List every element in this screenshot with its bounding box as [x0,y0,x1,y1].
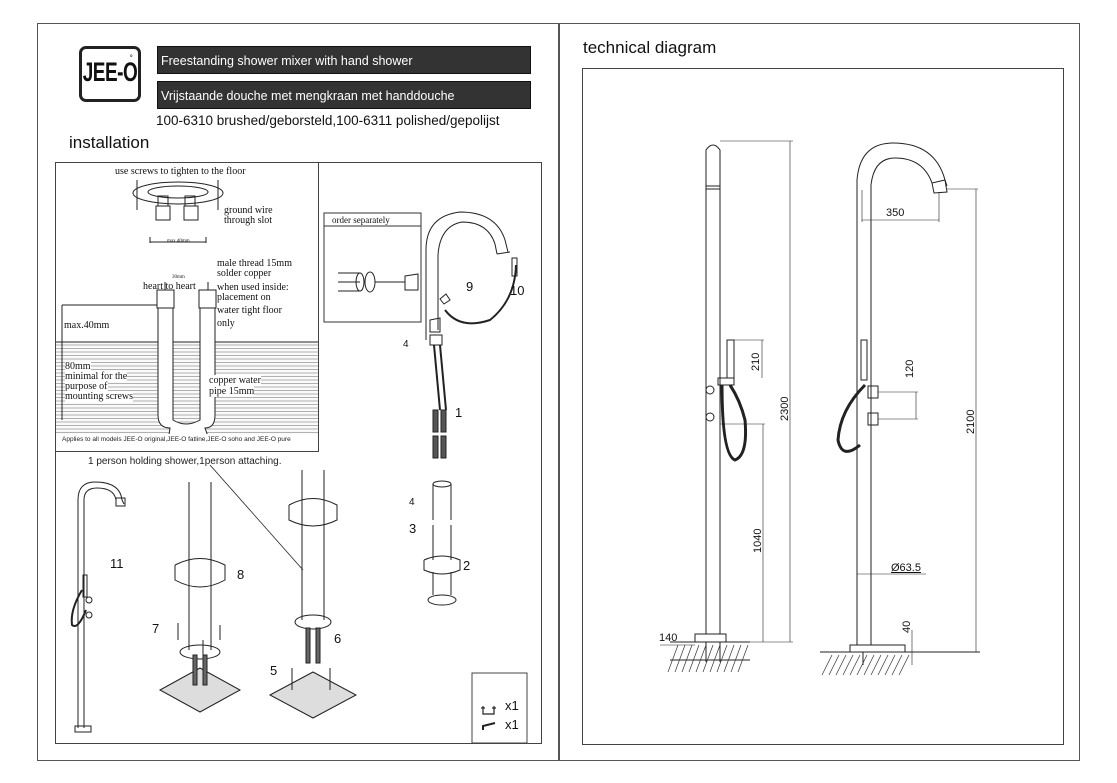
hatch-line [870,654,882,676]
hex-key-icon [482,722,496,730]
callout-6: 6 [334,631,342,646]
callout-9: 9 [466,279,474,294]
front-view-drawing [660,140,793,662]
copper-pipe-note-2: pipe 15mm [209,386,255,397]
hatch-line [898,654,910,676]
page-divider [558,23,560,761]
callout-10: 10 [510,283,525,298]
dim-spout-reach: 350 [886,207,905,219]
hatch-line [730,644,742,673]
technical-panel [582,68,1064,745]
callout-4-lower: 4 [409,497,415,508]
hatch-line [737,644,749,673]
screws-note: use screws to tighten to the floor [115,166,246,177]
hatch-line [877,654,889,676]
step-6-drawing [268,470,358,719]
hatch-line [884,654,896,676]
clip-qty: x1 [505,698,519,713]
floor-detail-panel [55,162,319,452]
minimal-note-1: 80mm [65,361,91,372]
thread-note-1: male thread 15mm [217,258,292,269]
hatch-line [681,644,693,673]
dim-base-width: 140 [659,632,678,644]
minimal-note-2: minimal for the [65,371,128,382]
hatch-line [828,654,840,676]
dim-base-height: 40 [901,620,913,633]
ground-wire-note-2: through slot [224,215,273,226]
clip-icon [481,706,496,715]
callout-4-upper: 4 [403,339,409,350]
max-depth-label: max.40mm [64,320,110,331]
applies-note: Applies to all models JEE-O original,JEE… [62,436,291,443]
dim-total-height: 2300 [779,396,791,421]
thread-note-4: placement on [217,292,271,303]
dim-valve-spacing: 120 [904,359,916,378]
hatch-line [891,654,903,676]
wall-bracket-drawing [338,271,419,293]
front-floor-hatch [667,644,749,673]
installation-heading: installation [69,133,150,152]
product-title-en: Freestanding shower mixer with hand show… [157,46,531,74]
hatch-line [835,654,847,676]
hatch-line [842,654,854,676]
shower-overview-drawing [70,481,126,733]
thread-note-6: only [217,318,235,329]
thread-note-5: water tight floor [217,305,282,316]
hatch-line [723,644,735,673]
logo-text: JEE-O [82,58,138,88]
hatch-line [688,644,700,673]
callout-2: 2 [463,558,471,573]
dim-spout-height: 2100 [965,409,977,434]
callout-7: 7 [152,621,160,636]
order-separately-label: order separately [332,215,390,225]
copper-pipes [156,282,217,443]
hatch-line [716,644,728,673]
spout-drawing [423,211,518,606]
copper-pipe-note-1: copper water [209,375,261,386]
max-width-label: max.40mm [167,239,190,244]
spacing-label: 30mm [172,275,185,280]
model-numbers: 100-6310 brushed/geborsteld,100-6311 pol… [156,113,500,128]
side-view-drawing [820,142,980,665]
dim-hand-shower-height: 210 [750,352,762,371]
thread-note-2: solder copper [217,268,272,279]
technical-heading: technical diagram [583,38,717,57]
hatch-line [674,644,686,673]
dim-pipe-diameter: Ø63.5 [891,562,921,574]
callout-1: 1 [455,405,463,420]
brand-logo: JEE-O° [79,46,141,102]
persons-note: 1 person holding shower,1person attachin… [88,456,282,467]
hatch-line [863,654,875,676]
floor-flange-drawing [132,180,224,243]
hatch-line [821,654,833,676]
hatch-line [849,654,861,676]
callout-11: 11 [110,556,124,571]
ground-wire-note-1: ground wire [224,205,273,216]
hatch-line [856,654,868,676]
product-title-nl: Vrijstaande douche met mengkraan met han… [157,81,531,109]
callout-8: 8 [237,567,245,582]
callout-5: 5 [270,663,278,678]
hatch-line [667,644,679,673]
minimal-note-3: purpose of [65,381,108,392]
heart-to-heart-label: heart to heart [143,281,196,292]
thread-note-3: when used inside: [217,282,289,293]
step-8-drawing [158,482,242,713]
minimal-note-4: mounting screws [65,391,134,402]
side-floor-hatch [821,654,910,676]
hatch-line [702,644,714,673]
hex-key-qty: x1 [505,717,519,732]
hatch-line [709,644,721,673]
dim-mixer-height: 1040 [752,528,764,553]
callout-3: 3 [409,521,417,536]
hatch-line [695,644,707,673]
